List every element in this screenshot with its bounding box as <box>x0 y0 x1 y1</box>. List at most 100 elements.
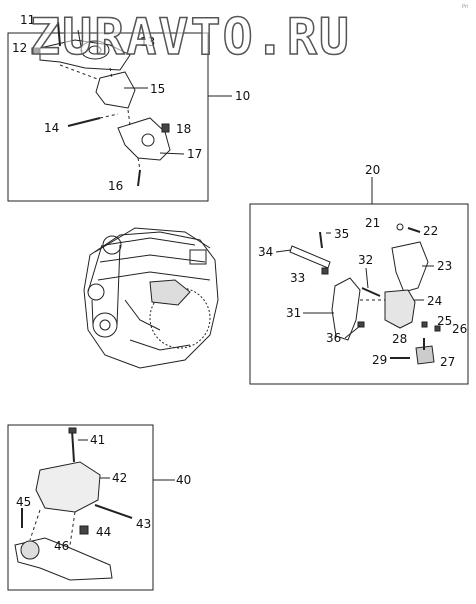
corner-mark: Pri <box>462 4 468 10</box>
intake-manifold <box>149 279 191 306</box>
callout-27: 27 <box>440 355 455 369</box>
assembly-guide <box>137 157 141 171</box>
bolt-41-shape <box>71 429 75 463</box>
engine-illustration <box>83 227 219 369</box>
nut-33-shape <box>321 267 329 275</box>
valve-cover <box>94 227 211 253</box>
watermark-text: ZURAVTO.RU <box>30 8 351 66</box>
crank-pulley <box>92 312 118 338</box>
bolt-22-shape <box>407 227 421 233</box>
mount-24-shape <box>384 289 416 329</box>
nut-18-shape <box>161 123 170 133</box>
group-20-frame <box>249 203 469 385</box>
callout-22: 22 <box>423 224 438 238</box>
mount-stud <box>77 29 83 53</box>
callout-26: 26 <box>452 322 467 336</box>
bolt-32-shape <box>361 287 381 297</box>
callout-29: 29 <box>372 353 387 367</box>
callout-14: 14 <box>44 121 59 135</box>
assembly-guide <box>127 109 131 126</box>
assembly-guide <box>59 64 101 81</box>
leader-36 <box>344 325 361 339</box>
bracket-31-shape <box>331 277 361 341</box>
callout-12: 12 <box>12 41 27 55</box>
engine-ribs <box>97 237 211 281</box>
nut-25-shape <box>421 321 428 328</box>
leader-34 <box>275 249 292 253</box>
callout-15: 15 <box>150 82 165 96</box>
bracket-17-shape <box>117 117 171 161</box>
callout-13: 13 <box>140 35 155 49</box>
bolt-11-shape <box>57 21 61 47</box>
mount-27-shape <box>415 345 435 365</box>
bolt-43-shape <box>94 504 133 519</box>
timing-belt <box>87 244 121 326</box>
group-labels: 10 20 40 <box>176 89 380 487</box>
nut-21-shape <box>396 223 404 231</box>
throttle-body <box>189 249 207 265</box>
bolt-41-head <box>68 427 77 434</box>
callout-labels: 11 12 13 14 15 16 17 18 21 22 23 24 25 2… <box>12 13 467 553</box>
callout-41: 41 <box>90 433 105 447</box>
callout-44: 44 <box>96 525 111 539</box>
upper-mount-bushing-hole <box>88 45 102 55</box>
group-40 <box>7 424 175 591</box>
callout-18: 18 <box>176 122 191 136</box>
crank-pulley-hub <box>99 319 111 331</box>
bracket-15-shape <box>95 71 136 109</box>
nut-36-shape <box>357 321 365 328</box>
callout-46: 46 <box>54 539 69 553</box>
callout-28: 28 <box>392 332 407 346</box>
callout-25: 25 <box>437 314 452 328</box>
mount-46-shape <box>14 537 113 581</box>
callout-42: 42 <box>112 471 127 485</box>
leader-17 <box>159 152 185 155</box>
assembly-guide <box>29 509 41 541</box>
callout-16: 16 <box>108 179 123 193</box>
group-label-10: 10 <box>235 89 250 103</box>
nut-26-shape <box>434 325 441 332</box>
cam-pulley <box>102 235 122 255</box>
callout-33: 33 <box>290 271 305 285</box>
engine-block-outline <box>83 231 219 369</box>
group-label-40: 40 <box>176 473 191 487</box>
callout-31: 31 <box>286 306 301 320</box>
upper-mount-bushing <box>80 40 110 60</box>
callout-21: 21 <box>365 216 380 230</box>
assembly-guide <box>69 511 76 546</box>
bolt-16-shape <box>137 169 141 187</box>
callout-35: 35 <box>334 227 349 241</box>
alternator-pulley <box>87 283 105 301</box>
bracket-42-shape <box>35 461 101 513</box>
group-label-20: 20 <box>365 163 380 177</box>
callout-43: 43 <box>136 517 151 531</box>
rod-34-shape <box>289 245 331 269</box>
group-10-frame <box>7 32 209 202</box>
group-20 <box>249 177 469 385</box>
nut-12-shape <box>31 47 40 55</box>
engine-detail-lines <box>124 299 191 351</box>
bracket-17-hole <box>141 133 155 147</box>
callout-32: 32 <box>358 253 373 267</box>
bolt-35-shape <box>319 231 323 249</box>
callout-36: 36 <box>326 331 341 345</box>
bracket-23-shape <box>391 241 429 293</box>
mount-46-bushing <box>20 540 40 560</box>
callout-11: 11 <box>20 13 35 27</box>
upper-mount-bracket <box>39 39 131 71</box>
callout-17: 17 <box>187 147 202 161</box>
watermark: ZURAVTO.RU <box>29 7 351 67</box>
group-40-frame <box>7 424 154 591</box>
assembly-guide <box>109 67 113 79</box>
callout-45: 45 <box>16 495 31 509</box>
callout-24: 24 <box>427 294 442 308</box>
nut-44-shape <box>79 525 89 535</box>
leader-32 <box>365 267 369 289</box>
assembly-guide <box>99 113 119 119</box>
bolt-14-shape <box>67 117 101 127</box>
callout-23: 23 <box>437 259 452 273</box>
callout-34: 34 <box>258 245 273 259</box>
group-10 <box>7 21 232 202</box>
